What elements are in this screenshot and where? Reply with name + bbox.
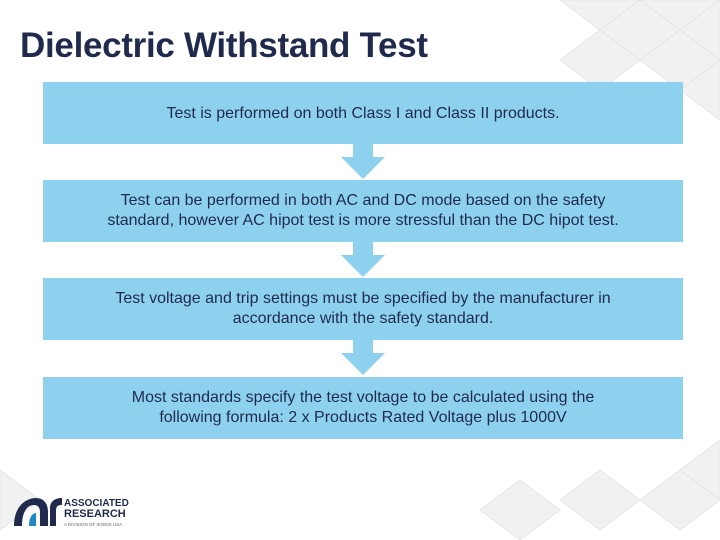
logo-mark-icon xyxy=(14,498,62,526)
company-logo: ASSOCIATED RESEARCH A DIVISION OF IKONIX… xyxy=(12,494,137,532)
step-3-line-1: Test voltage and trip settings must be s… xyxy=(115,290,611,307)
down-arrow-icon xyxy=(341,143,385,179)
step-4-line-2: following formula: 2 x Products Rated Vo… xyxy=(159,409,567,426)
logo-tagline: A DIVISION OF IKONIX USA xyxy=(64,522,123,527)
step-4-line-1: Most standards specify the test voltage … xyxy=(131,389,595,406)
step-box-2: Test can be performed in both AC and DC … xyxy=(43,180,683,242)
logo-text-line-1: ASSOCIATED xyxy=(64,498,129,509)
down-arrow-icon xyxy=(341,339,385,375)
step-box-4: Most standards specify the test voltage … xyxy=(43,377,683,439)
down-arrow-icon xyxy=(341,241,385,277)
logo-text-line-2: RESEARCH xyxy=(64,508,126,520)
step-1-text: Test is performed on both Class I and Cl… xyxy=(166,105,560,122)
step-box-1: Test is performed on both Class I and Cl… xyxy=(43,82,683,144)
step-3-line-2: accordance with the safety standard. xyxy=(232,310,494,327)
step-box-3: Test voltage and trip settings must be s… xyxy=(43,278,683,340)
step-2-line-1: Test can be performed in both AC and DC … xyxy=(120,192,606,209)
slide-title: Dielectric Withstand Test xyxy=(20,26,428,65)
step-2-line-2: standard, however AC hipot test is more … xyxy=(107,212,619,229)
